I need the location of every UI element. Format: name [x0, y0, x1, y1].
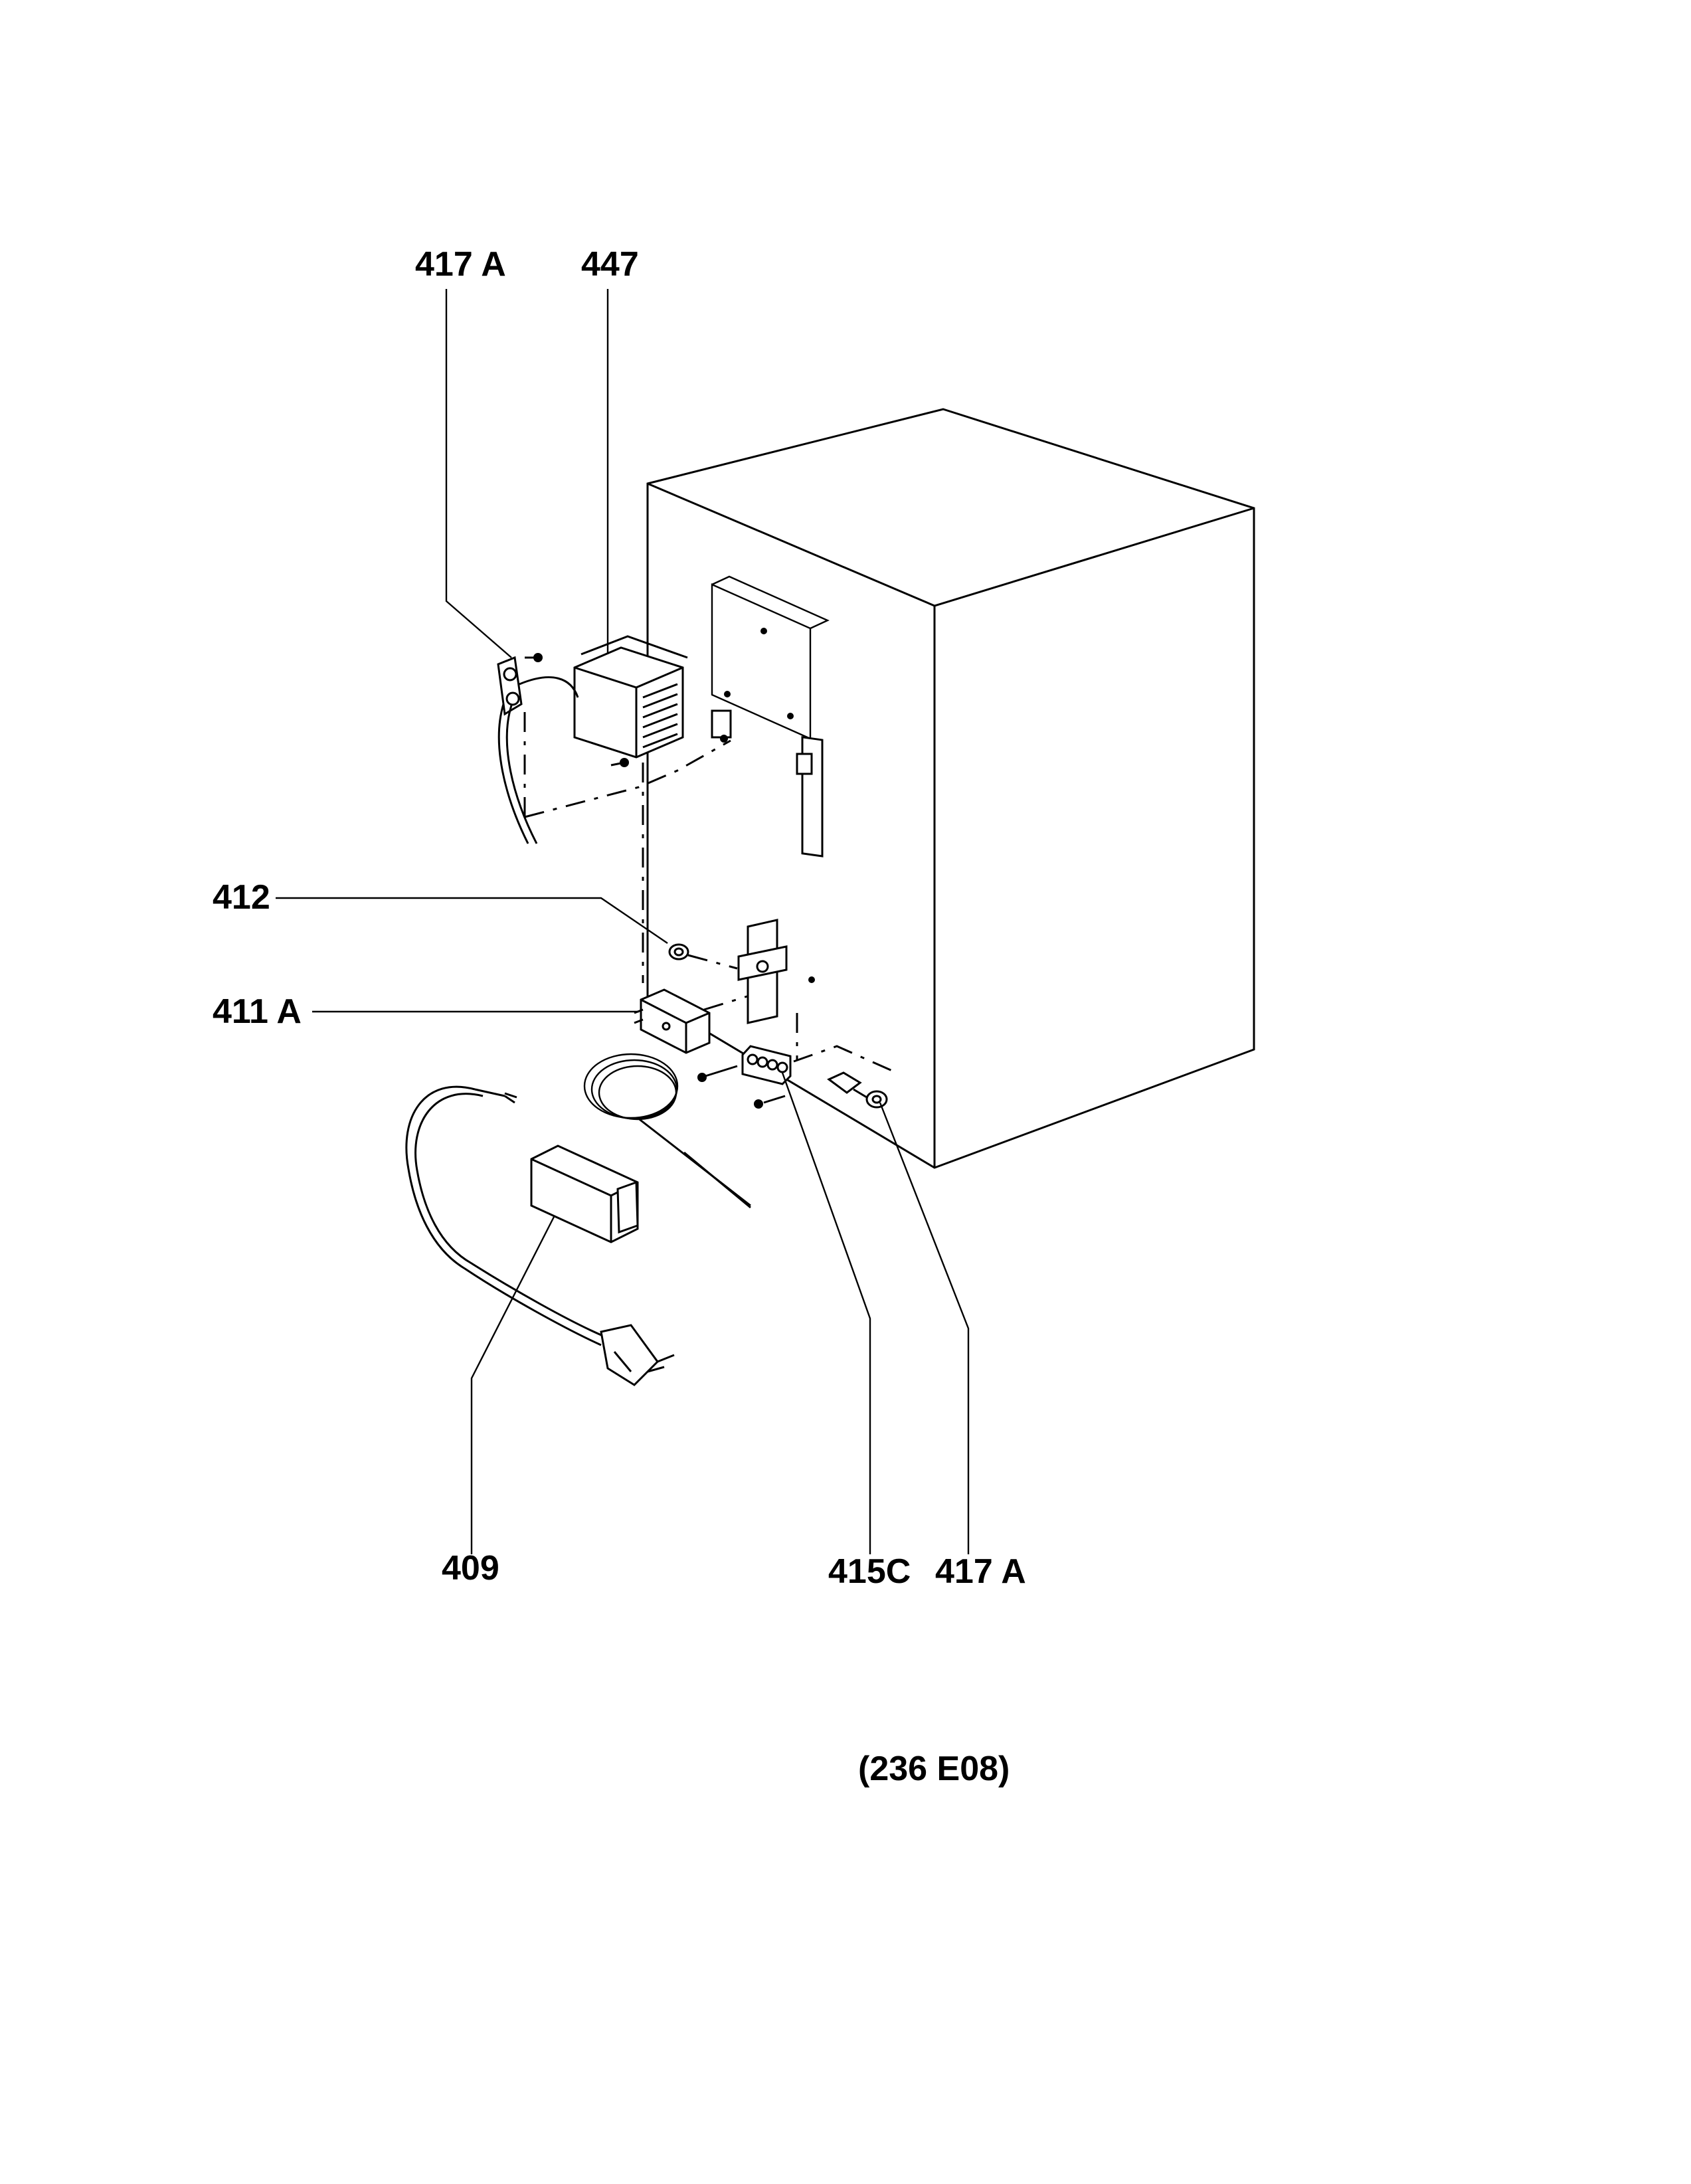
nut-412 [668, 943, 738, 970]
assembly-line-upper [524, 739, 731, 818]
transformer-447 [573, 635, 728, 767]
transformer-cable [497, 676, 579, 844]
label-415c: 415C [828, 1552, 911, 1591]
terminal-block-415c [697, 1045, 897, 1109]
label-447: 447 [581, 245, 639, 284]
control-box-409 [530, 1144, 639, 1243]
cable-clip-lower [827, 1071, 888, 1109]
mounting-plate [711, 575, 830, 858]
power-cable [405, 1085, 675, 1386]
thermostat-bracket [703, 919, 815, 1059]
label-411a: 411 A [213, 992, 302, 1031]
label-409: 409 [442, 1549, 499, 1588]
appliance-cabinet [646, 408, 1255, 1169]
label-417a-bottom: 417 A [935, 1552, 1026, 1591]
label-417a-top: 417 A [415, 245, 506, 284]
cable-clip-upper [497, 653, 543, 716]
diagram-reference-code: (236 E08) [858, 1750, 1010, 1788]
thermostat-411a [583, 988, 751, 1209]
label-412: 412 [213, 878, 270, 917]
leader-lines [276, 289, 970, 1554]
